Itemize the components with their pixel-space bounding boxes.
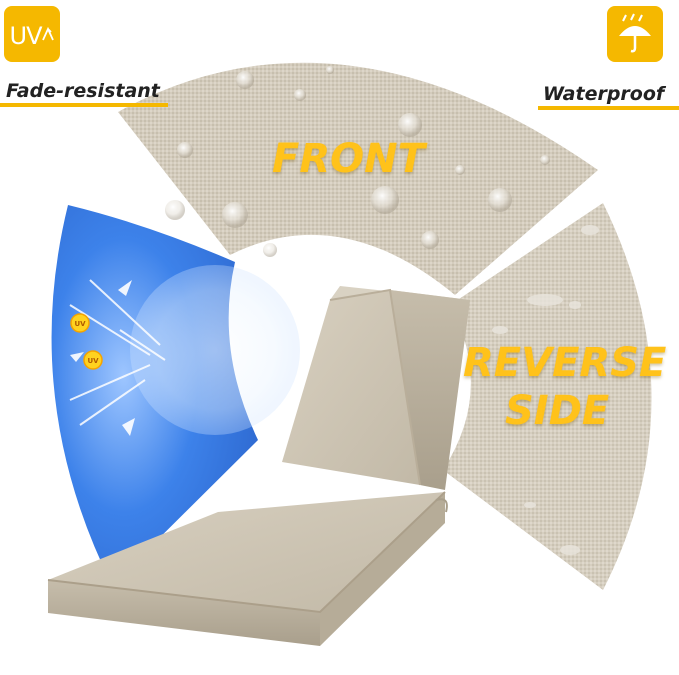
- front-fabric-arc: [118, 62, 598, 296]
- arrow-shards: [70, 280, 135, 436]
- water-streaks-reverse: [492, 225, 599, 555]
- umbrella-rain-icon: [619, 13, 651, 53]
- chaise-cushion: [47, 286, 470, 646]
- side-label: SIDE: [505, 388, 610, 434]
- fade-resistant-label: Fade-resistant: [6, 80, 160, 102]
- uv-badge-text: UV: [9, 22, 43, 50]
- waterproof-badge: [607, 6, 663, 62]
- water-droplets-front: [165, 66, 550, 257]
- sun-rays: [69, 279, 166, 426]
- uv-arrow-icon: [42, 27, 55, 41]
- svg-text:UV: UV: [74, 320, 86, 328]
- fade-underline: [0, 103, 168, 107]
- uv-sun-icon: UV: [83, 350, 103, 370]
- reverse-fabric-arc: [443, 203, 652, 590]
- uv-badge: UV: [4, 6, 60, 62]
- waterproof-underline: [538, 106, 679, 110]
- svg-text:UV: UV: [87, 357, 99, 365]
- front-label: FRONT: [272, 136, 425, 182]
- waterproof-label: Waterproof: [543, 83, 665, 105]
- reverse-label: REVERSE: [463, 340, 667, 386]
- sun-glow: [130, 265, 300, 435]
- uv-sun-icon: UV: [70, 313, 90, 333]
